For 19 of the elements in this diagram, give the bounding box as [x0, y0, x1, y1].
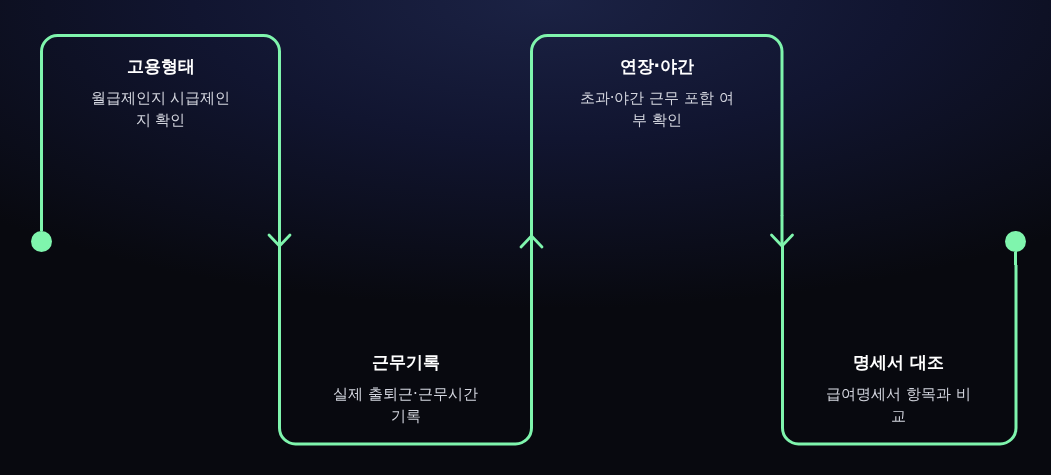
connector-line [40, 215, 43, 231]
connector-line [1014, 252, 1017, 265]
step-description: 초과·야간 근무 포함 여부 확인 [578, 88, 735, 131]
step-panel [780, 246, 1017, 446]
step-title: 근무기록 [371, 350, 440, 373]
step-panel [40, 33, 281, 215]
step-description: 급여명세서 항목과 비교 [825, 383, 972, 427]
arrow [519, 234, 544, 265]
step-description: 실제 출퇴근·근무시간 기록 [332, 383, 479, 427]
arrow [770, 215, 794, 248]
step-title: 명세서 대조 [853, 350, 945, 373]
start-dot [31, 230, 52, 252]
end-dot [1005, 230, 1026, 252]
step-panel [530, 33, 784, 236]
step-title: 연장·야간 [619, 55, 694, 77]
step-title: 고용형태 [126, 55, 195, 77]
arrow [267, 215, 292, 248]
step-description: 월급제인지 시급제인지 확인 [89, 88, 232, 131]
step-panel [278, 246, 533, 446]
